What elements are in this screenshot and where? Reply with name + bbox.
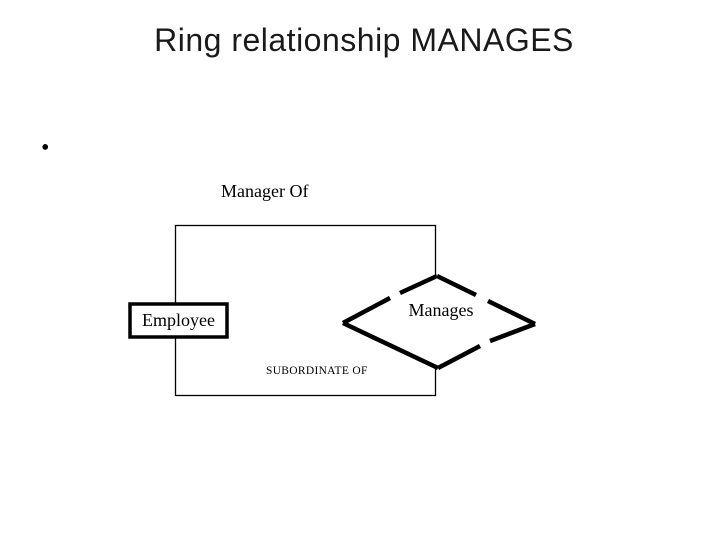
manages-relationship-label: Manages (408, 300, 474, 320)
subordinate-of-role-label: SUBORDINATE OF (266, 365, 368, 377)
manages-diamond-outline (341, 273, 536, 371)
slide-title: Ring relationship MANAGES (154, 22, 574, 58)
employee-entity-label: Employee (142, 310, 215, 330)
diamond-edge-segment (436, 273, 477, 298)
manages-diamond-fill (343, 276, 535, 368)
diamond-edge-segment (436, 344, 482, 370)
diamond-edge-segment (341, 296, 392, 325)
diamond-edge-segment (342, 320, 439, 371)
manager-of-role-label: Manager Of (221, 181, 309, 201)
diamond-edge-segment (487, 298, 536, 327)
diamond-edge-segment (489, 321, 536, 344)
diamond-edge-segment (399, 273, 438, 296)
employee-entity-box (128, 302, 229, 339)
bullet-point: • (41, 135, 50, 161)
